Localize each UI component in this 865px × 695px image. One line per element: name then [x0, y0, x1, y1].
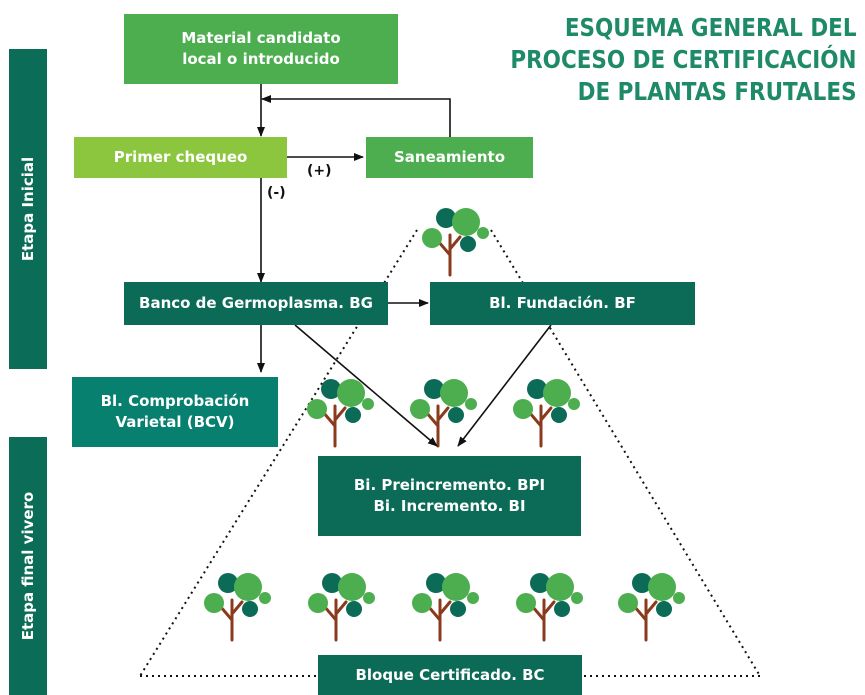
certificado-label: Bloque Certificado. BC — [355, 665, 545, 684]
diagram-title: ESQUEMA GENERAL DEL PROCESO DE CERTIFICA… — [511, 12, 857, 108]
bcv-line-1: Bl. Comprobación — [100, 392, 250, 410]
edge-label-negative: (-) — [267, 185, 286, 201]
arrow-fundacion-to-bpi — [457, 324, 552, 447]
box-material-candidato: Material candidato local o introducido — [124, 14, 398, 84]
bpi-line-1: Bi. Preincremento. BPI — [353, 476, 546, 494]
saneamiento-label: Saneamiento — [394, 148, 505, 166]
tree-icon-row2-3 — [410, 571, 481, 642]
tree-icon-row2-5 — [616, 571, 687, 642]
box-saneamiento: Saneamiento — [366, 137, 533, 178]
tree-icon-row1-2 — [408, 377, 479, 448]
arrow-saneamiento-to-material — [261, 95, 451, 137]
title-line-2: PROCESO DE CERTIFICACIÓN — [510, 45, 857, 74]
box-fundacion: Bl. Fundación. BF — [430, 282, 695, 325]
tree-icon-row1-3 — [511, 377, 582, 448]
banco-label: Banco de Germoplasma. BG — [139, 294, 373, 312]
arrow-banco-to-bpi — [294, 324, 438, 447]
box-bloque-certificado: Bloque Certificado. BC — [318, 655, 582, 695]
title-line-1: ESQUEMA GENERAL DEL — [565, 13, 857, 42]
stage-initial-bar: Etapa Inicial — [9, 49, 47, 369]
box-banco-germoplasma: Banco de Germoplasma. BG — [124, 282, 388, 325]
title-line-3: DE PLANTAS FRUTALES — [578, 77, 857, 106]
material-line-2: local o introducido — [182, 50, 340, 68]
box-preincremento: Bi. Preincremento. BPI Bi. Incremento. B… — [318, 456, 581, 536]
box-comprobacion-varietal: Bl. Comprobación Varietal (BCV) — [72, 377, 278, 447]
material-line-1: Material candidato — [181, 29, 341, 47]
bpi-line-2: Bi. Incremento. BI — [373, 497, 526, 515]
tree-icon-top — [420, 206, 491, 277]
stage-final-bar: Etapa final vivero — [9, 437, 47, 695]
primer-chequeo-label: Primer chequeo — [113, 148, 248, 166]
tree-icon-row2-2 — [306, 571, 377, 642]
edge-label-positive: (+) — [307, 163, 332, 179]
bcv-line-2: Varietal (BCV) — [115, 413, 235, 431]
fundacion-label: Bl. Fundación. BF — [489, 294, 636, 312]
pyramid-outline — [139, 229, 761, 677]
tree-icon-row2-4 — [514, 571, 585, 642]
box-primer-chequeo: Primer chequeo — [74, 137, 287, 178]
tree-icon-row2-1 — [202, 571, 273, 642]
